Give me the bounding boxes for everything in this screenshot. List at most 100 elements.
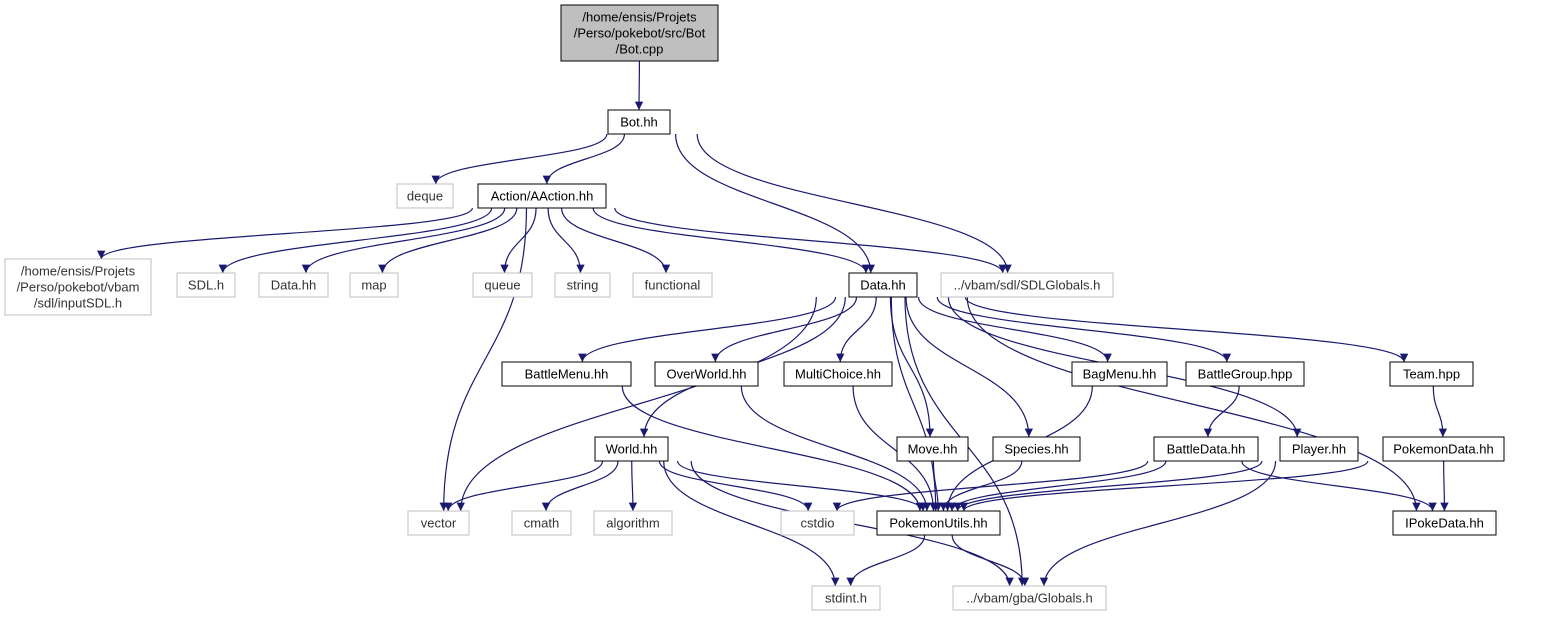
node-box	[1382, 436, 1505, 462]
node-aaction-hh[interactable]: Action/AAction.hh	[477, 183, 607, 209]
node-label: MultiChoice.hh	[795, 367, 881, 382]
node-ipokedata-hh[interactable]: IPokeData.hh	[1392, 510, 1497, 536]
node-overworld-hh[interactable]: OverWorld.hh	[654, 361, 759, 387]
node-bot-hh[interactable]: Bot.hh	[607, 109, 671, 135]
node-battlemenu-hh[interactable]: BattleMenu.hh	[501, 361, 632, 387]
node-box	[396, 183, 454, 209]
edge-data_hh-to-move_hh	[889, 296, 935, 438]
edge-data_hh-to-vector	[456, 296, 817, 512]
node-label: queue	[484, 278, 520, 293]
node-box	[1392, 510, 1497, 536]
edge-aaction_hh-to-sdl_h	[218, 207, 493, 274]
edge-bot_hh-to-data_hh	[675, 133, 875, 274]
node-label: Action/AAction.hh	[491, 189, 594, 204]
node-label: Data.hh	[860, 278, 906, 293]
node-vector: vector	[407, 510, 470, 536]
edge-aaction_hh-to-map	[378, 207, 518, 274]
node-box	[607, 109, 671, 135]
edge-aaction_hh-to-vector	[439, 207, 528, 512]
node-label: functional	[645, 278, 701, 293]
node-box	[1071, 361, 1168, 387]
node-inputsdl-h: /home/ensis/Projets/Perso/pokebot/vbam/s…	[4, 258, 152, 316]
node-queue: queue	[472, 272, 533, 298]
edge-bot_hh-to-deque	[431, 133, 608, 185]
node-pokemonutils-hh[interactable]: PokemonUtils.hh	[876, 510, 1001, 536]
edge-data_hh-to-bagmenu_hh	[917, 296, 1112, 363]
edge-pokemonutils_hh-to-stdint_h	[846, 534, 926, 587]
node-box	[258, 272, 329, 298]
edge-aaction_hh-to-functional	[560, 207, 671, 274]
node-multichoice-hh[interactable]: MultiChoice.hh	[783, 361, 893, 387]
node-label: cmath	[524, 516, 559, 531]
edge-data_hh-to-battlemenu_hh	[578, 296, 837, 363]
node-label: deque	[407, 189, 443, 204]
node-world-hh[interactable]: World.hh	[594, 436, 669, 462]
node-label: PokemonData.hh	[1393, 442, 1493, 457]
node-box	[876, 510, 1001, 536]
node-bot-cpp[interactable]: /home/ensis/Projets/Perso/pokebot/src/Bo…	[560, 4, 719, 62]
edge-aaction_hh-to-data_hh	[592, 207, 871, 274]
node-label: OverWorld.hh	[667, 367, 747, 382]
edge-aaction_hh-to-sdlglobals_h	[614, 207, 1007, 274]
node-player-hh[interactable]: Player.hh	[1279, 436, 1359, 462]
node-battledata-hh[interactable]: BattleData.hh	[1153, 436, 1259, 462]
edge-battlegroup_hpp-to-battledata_hh	[1203, 385, 1240, 438]
node-label: ../vbam/sdl/SDLGlobals.h	[954, 278, 1101, 293]
node-box	[952, 585, 1107, 611]
node-battlegroup-hpp[interactable]: BattleGroup.hpp	[1185, 361, 1305, 387]
node-box	[176, 272, 236, 298]
node-box	[501, 361, 632, 387]
node-sdl-h: SDL.h	[176, 272, 236, 298]
node-data-hh[interactable]: Data.hh	[848, 272, 918, 298]
node-box	[554, 272, 611, 298]
node-label: map	[361, 278, 386, 293]
edge-aaction_hh-to-string	[547, 207, 585, 274]
node-label: vector	[421, 516, 457, 531]
node-label: /home/ensis/Projets	[21, 264, 136, 279]
node-map: map	[349, 272, 399, 298]
edge-multichoice_hh-to-pokemonutils_hh	[852, 385, 938, 512]
edge-pokemondata_hh-to-ipokedata_hh	[1440, 460, 1449, 512]
node-species-hh[interactable]: Species.hh	[992, 436, 1081, 462]
edge-world_hh-to-pokemonutils_hh	[676, 460, 928, 512]
node-bagmenu-hh[interactable]: BagMenu.hh	[1071, 361, 1168, 387]
node-pokemondata-hh[interactable]: PokemonData.hh	[1382, 436, 1505, 462]
edge-aaction_hh-to-data_hh_ext	[301, 207, 506, 274]
edge-battlemenu_hh-to-pokemonutils_hh	[621, 385, 925, 512]
node-string: string	[554, 272, 611, 298]
edge-data_hh-to-ipokedata_hh	[966, 296, 1421, 512]
node-algorithm: algorithm	[593, 510, 673, 536]
node-box	[593, 510, 673, 536]
edge-player_hh-to-pokemonutils_hh	[953, 460, 1263, 512]
node-sdlglobals-h: ../vbam/sdl/SDLGlobals.h	[940, 272, 1114, 298]
node-move-hh[interactable]: Move.hh	[896, 436, 969, 462]
node-deque: deque	[396, 183, 454, 209]
node-box	[511, 510, 572, 536]
node-label: algorithm	[606, 516, 659, 531]
node-box	[896, 436, 969, 462]
node-label: World.hh	[606, 442, 658, 457]
node-box	[407, 510, 470, 536]
node-label: IPokeData.hh	[1405, 516, 1484, 531]
node-label: /home/ensis/Projets	[582, 10, 697, 25]
edge-battledata_hh-to-ipokedata_hh	[1241, 460, 1437, 512]
node-box	[1279, 436, 1359, 462]
node-box	[560, 4, 719, 62]
edge-world_hh-to-vector	[444, 460, 604, 512]
edge-bot_hh-to-aaction_hh	[542, 133, 626, 185]
edge-data_hh-to-species_hh	[905, 296, 1034, 438]
node-label: SDL.h	[188, 278, 224, 293]
node-box	[1389, 361, 1474, 387]
node-stdint-h: stdint.h	[811, 585, 881, 611]
node-label: /Perso/pokebot/vbam	[17, 280, 140, 295]
node-box	[848, 272, 918, 298]
node-label: cstdio	[801, 516, 835, 531]
edge-data_hh-to-overworld_hh	[711, 296, 858, 363]
node-label: BattleMenu.hh	[525, 367, 609, 382]
node-label: BattleData.hh	[1167, 442, 1246, 457]
node-label: Move.hh	[908, 442, 958, 457]
node-team-hpp[interactable]: Team.hpp	[1389, 361, 1474, 387]
edge-world_hh-to-cmath	[541, 460, 619, 512]
edge-world_hh-to-stdint_h	[663, 460, 840, 587]
node-box	[349, 272, 399, 298]
